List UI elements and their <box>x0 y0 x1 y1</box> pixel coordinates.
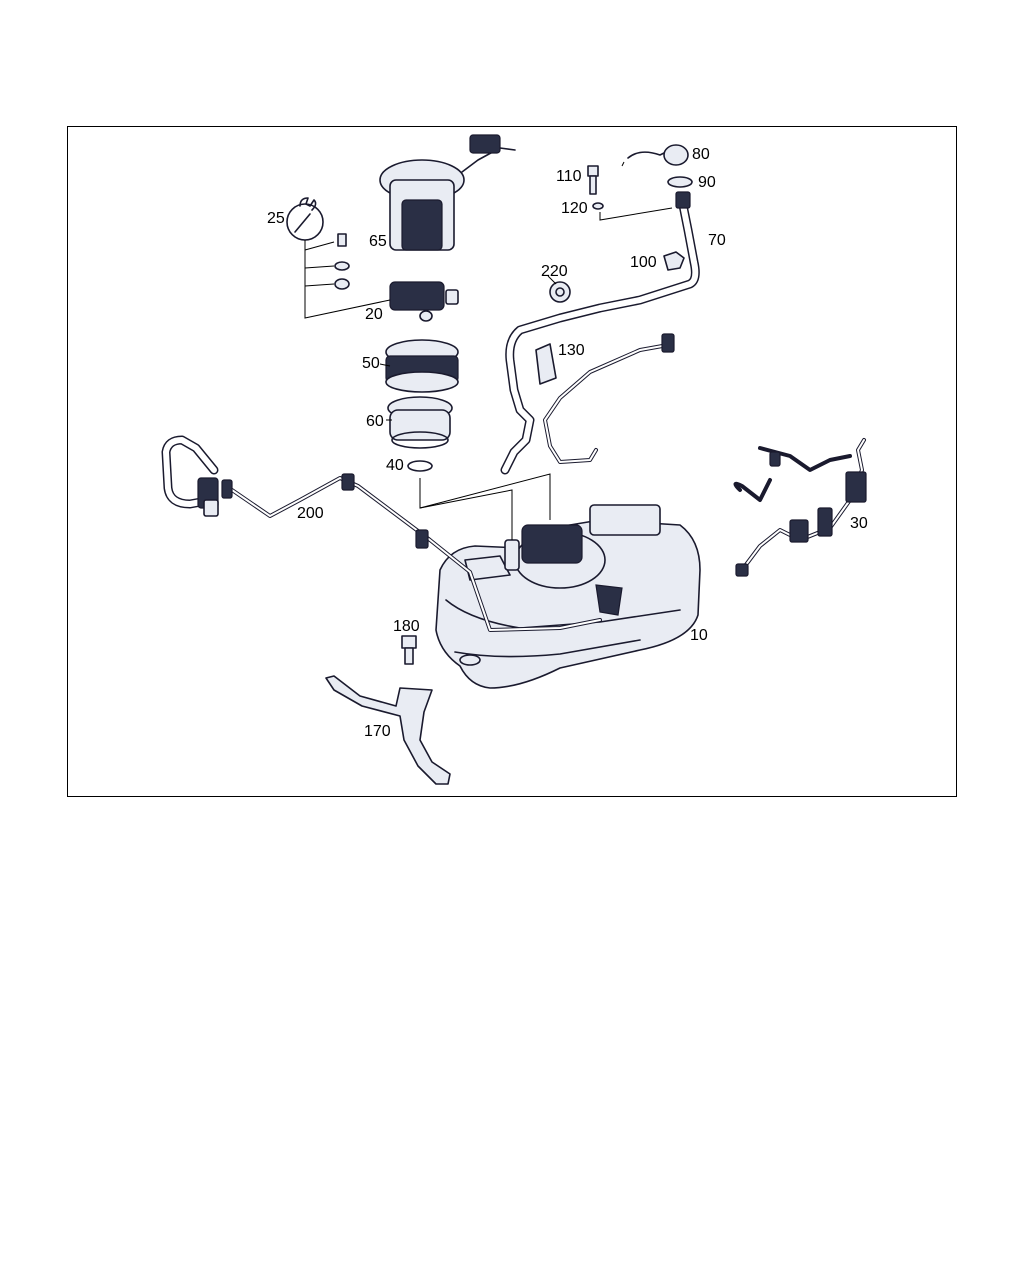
label-part-100: 100 <box>630 254 657 271</box>
label-part-40: 40 <box>386 457 404 474</box>
label-part-20: 20 <box>365 306 383 323</box>
label-part-90: 90 <box>698 174 716 191</box>
wiring-harness-30 <box>733 438 867 577</box>
label-part-180: 180 <box>393 618 420 635</box>
flange-60 <box>387 396 453 449</box>
tank-pump-module <box>504 504 661 616</box>
label-part-60: 60 <box>366 413 384 430</box>
label-part-30: 30 <box>850 515 868 532</box>
bracket-170 <box>325 675 451 785</box>
tool-group-25 <box>286 197 391 319</box>
label-part-25: 25 <box>267 210 285 227</box>
wrench-icon <box>294 197 317 233</box>
label-part-130: 130 <box>558 342 585 359</box>
label-part-220: 220 <box>541 263 568 280</box>
vent-hose-70 <box>500 191 700 475</box>
label-part-50: 50 <box>362 355 380 372</box>
regulator-20 <box>389 281 459 322</box>
label-part-110: 110 <box>556 168 582 185</box>
fuel-pump-65 <box>379 134 516 251</box>
label-part-65: 65 <box>369 233 387 250</box>
grommet-220 <box>549 281 571 303</box>
seal-40 <box>407 460 551 540</box>
diagram-frame <box>67 126 957 797</box>
ring-nut-50 <box>385 339 459 393</box>
label-part-80: 80 <box>692 146 710 163</box>
hose-line-130 <box>535 333 675 464</box>
label-part-10: 10 <box>690 627 708 644</box>
label-part-170: 170 <box>364 723 391 740</box>
bolt-180 <box>401 635 417 665</box>
label-part-200: 200 <box>297 505 324 522</box>
label-leaders <box>379 161 625 421</box>
label-part-120: 120 <box>561 200 588 217</box>
fasteners-110-120-100 <box>587 165 685 271</box>
cap-80 <box>627 144 693 188</box>
fuel-line-200 <box>161 435 602 632</box>
label-part-70: 70 <box>708 232 726 249</box>
